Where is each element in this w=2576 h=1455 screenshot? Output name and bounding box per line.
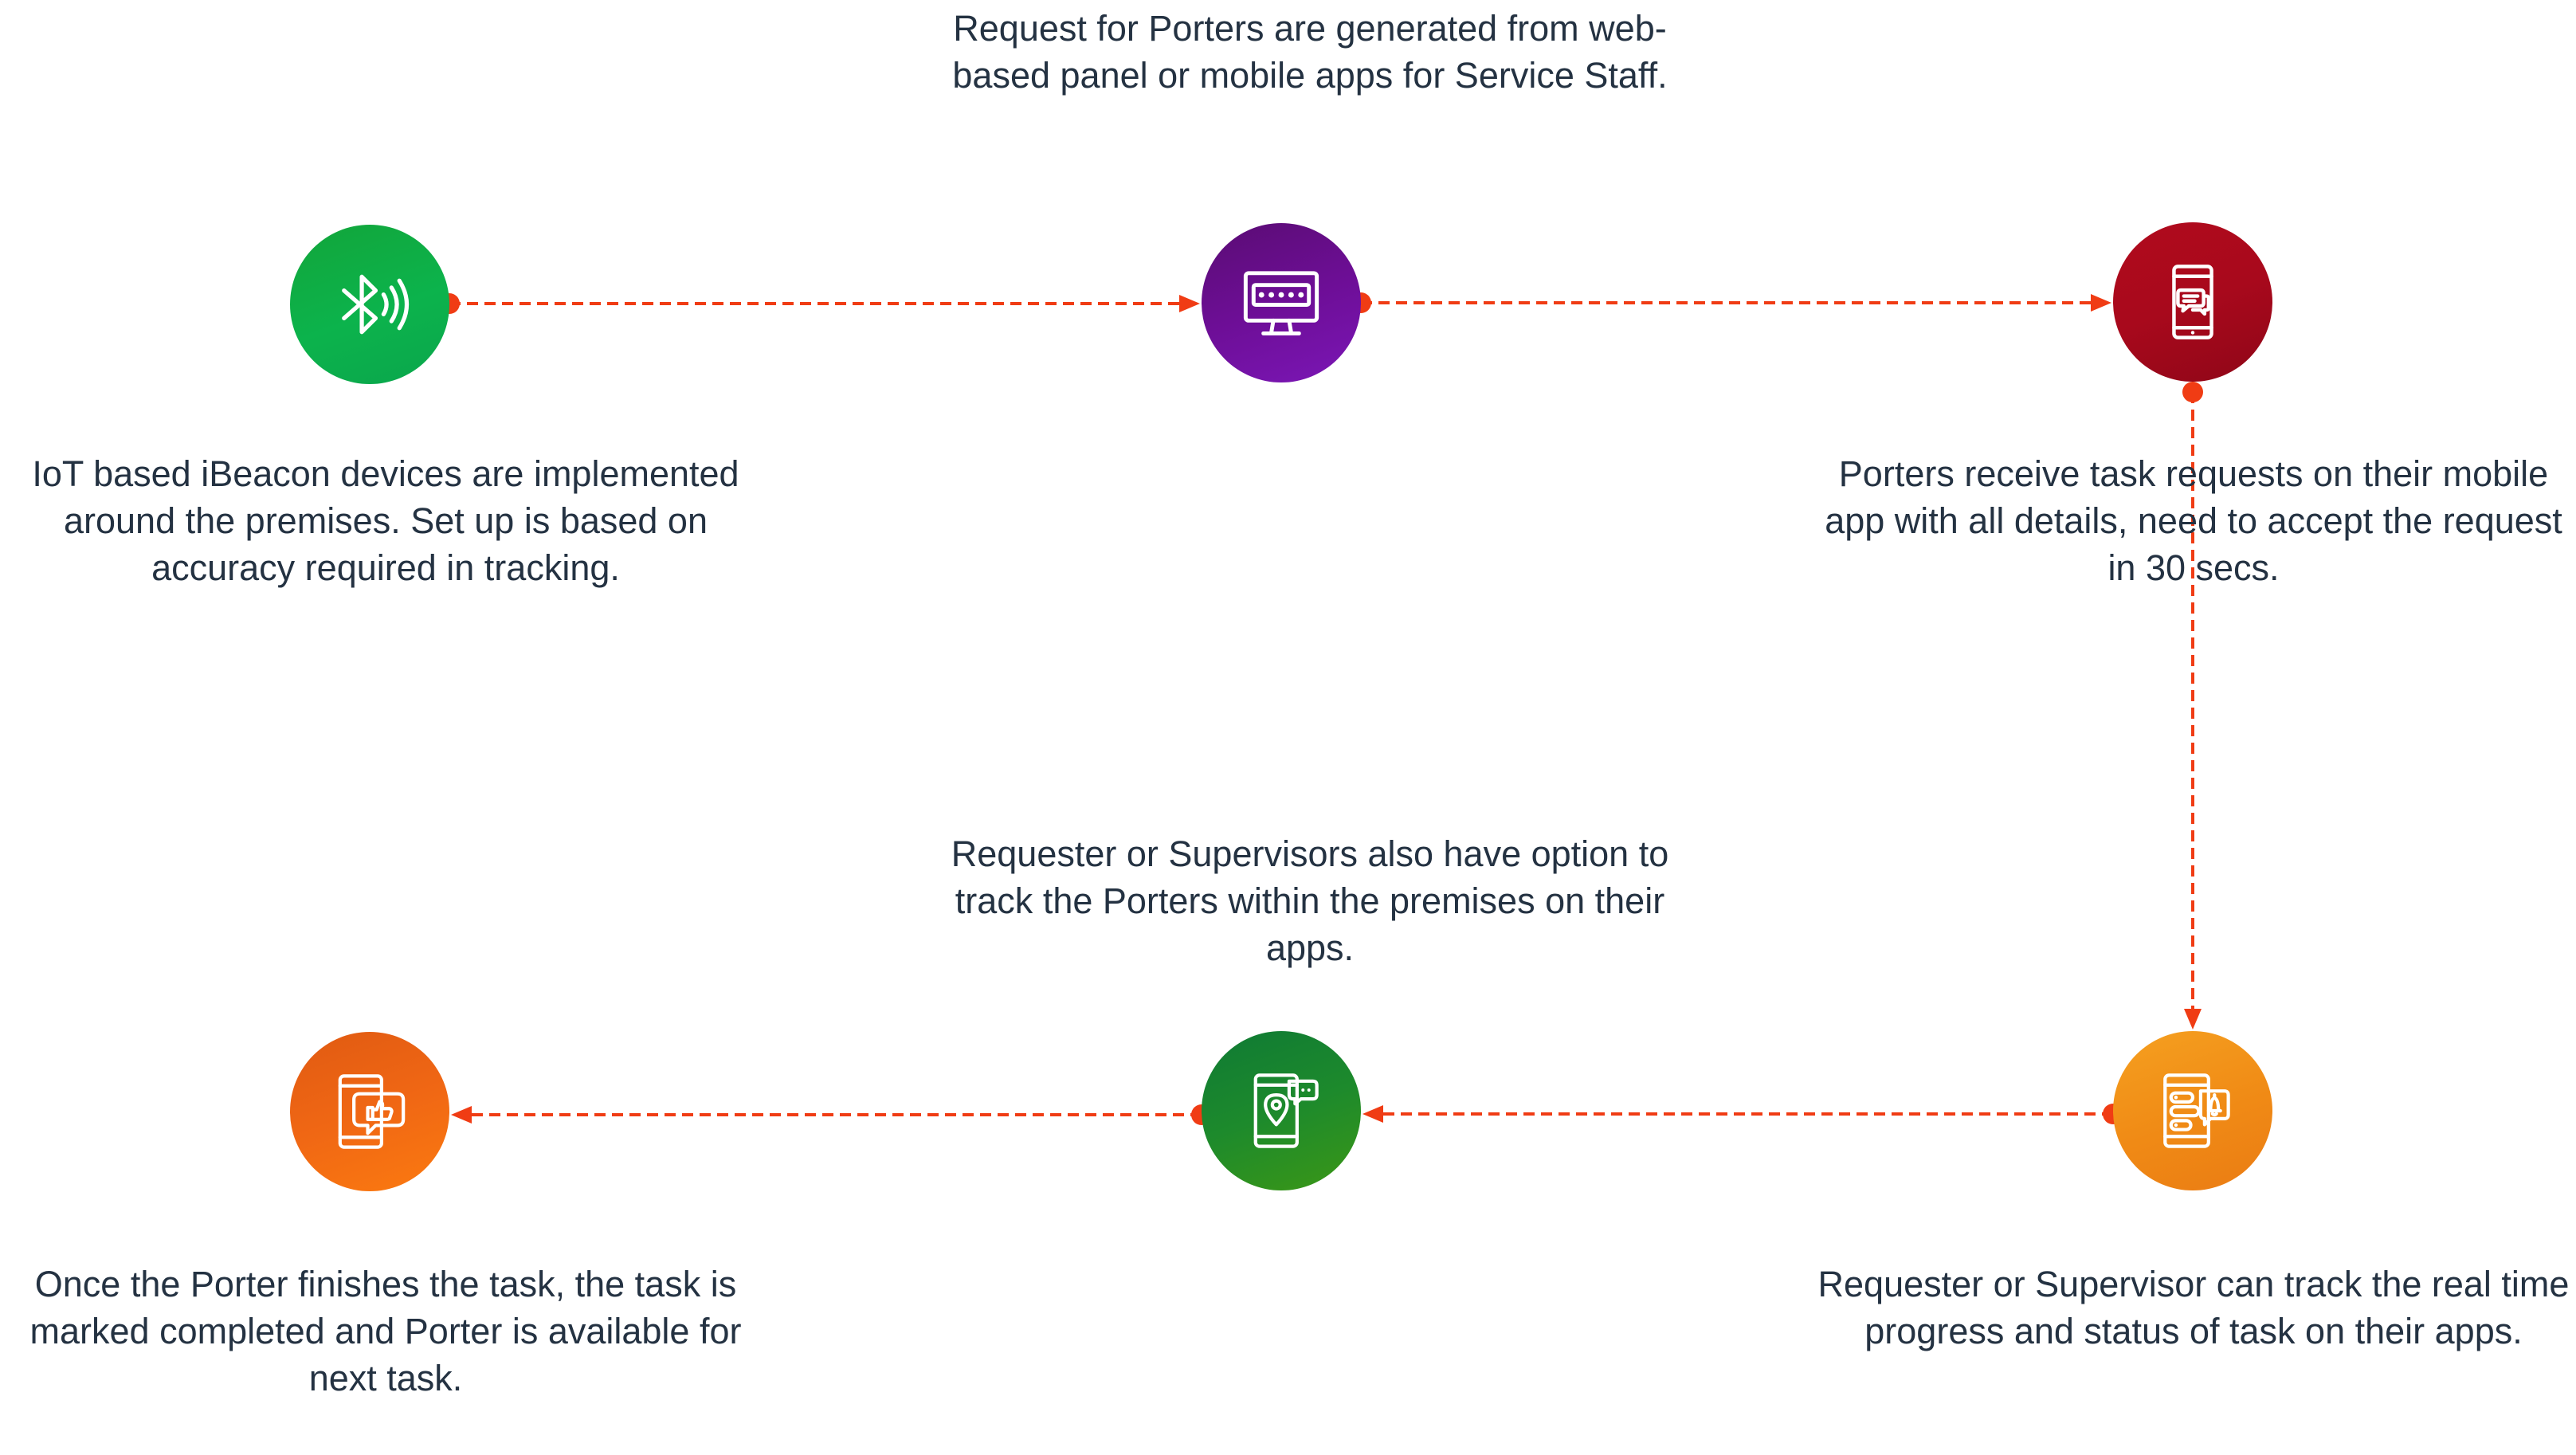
connector-1-to-2 xyxy=(439,293,1200,314)
connector-start-dot xyxy=(2182,382,2203,402)
connector-5-to-6 xyxy=(451,1104,1212,1125)
phone-location-icon xyxy=(1253,1073,1319,1148)
connector-3-to-4 xyxy=(2182,382,2203,1029)
step-5-location-node xyxy=(1202,1031,1361,1190)
step-2-web-panel-node xyxy=(1202,223,1361,382)
step-2-caption: Request for Porters are generated from w… xyxy=(952,8,1668,96)
step-4-progress-node xyxy=(2113,1031,2272,1190)
phone-notification-icon xyxy=(2163,1073,2230,1148)
monitor-password-icon xyxy=(1243,271,1319,335)
step-3-caption: Porters receive task requests on their m… xyxy=(1825,453,2562,588)
smartphone-chat-icon xyxy=(2172,265,2213,339)
connector-2-to-3 xyxy=(1351,292,2111,313)
step-5-caption: Requester or Supervisors also have optio… xyxy=(951,833,1669,968)
step-3-mobile-request-node xyxy=(2113,222,2272,382)
step-1-caption: IoT based iBeacon devices are implemente… xyxy=(32,453,739,588)
step-6-completed-node xyxy=(290,1032,449,1191)
step-4-caption: Requester or Supervisor can track the re… xyxy=(1817,1264,2570,1351)
step-1-beacon-node xyxy=(290,225,449,384)
phone-thumbs-up-icon xyxy=(338,1074,406,1149)
step-6-caption: Once the Porter finishes the task, the t… xyxy=(29,1264,742,1398)
bluetooth-beacon-icon xyxy=(342,274,409,335)
connector-4-to-5 xyxy=(1362,1104,2123,1124)
